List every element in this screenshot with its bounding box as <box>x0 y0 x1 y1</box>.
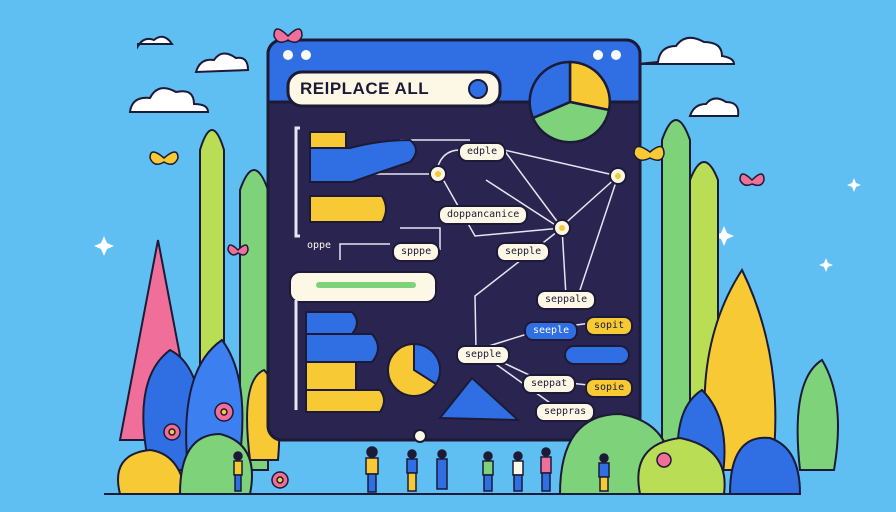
tree-right-green-tall <box>661 119 691 471</box>
search-button[interactable] <box>468 79 488 99</box>
tree-right-green <box>796 358 839 471</box>
node-label: oppe <box>307 240 332 251</box>
pie-chart-icon <box>528 60 612 144</box>
flower-icon <box>163 402 672 489</box>
node-label[interactable]: seppras <box>535 402 596 422</box>
node-label[interactable]: seppale <box>536 290 597 310</box>
search-bar[interactable] <box>286 70 502 108</box>
bar-panel-top <box>294 126 417 238</box>
cloud-icon <box>128 35 740 117</box>
node-label[interactable]: doppancanice <box>438 205 529 225</box>
flow-node[interactable] <box>413 165 627 443</box>
node-label[interactable]: sepple <box>496 242 551 262</box>
small-pie-icon <box>387 342 442 397</box>
bar-panel-bottom <box>289 271 437 413</box>
sparkle-icon <box>94 178 861 272</box>
butterfly-icon <box>149 28 765 256</box>
node-label[interactable]: sepple <box>456 345 511 365</box>
foreground-bushes <box>117 412 802 495</box>
triangle-icon <box>437 376 521 422</box>
search-input-text[interactable]: RElPLACE ALL <box>300 79 430 98</box>
pill-button[interactable] <box>564 345 630 365</box>
node-label[interactable]: edple <box>458 142 507 162</box>
node-label[interactable]: sopie <box>585 378 634 398</box>
window-controls[interactable] <box>283 50 621 60</box>
node-label[interactable]: sopit <box>585 316 634 336</box>
node-label[interactable]: seeple <box>524 321 579 341</box>
node-label[interactable]: spppe <box>392 242 441 262</box>
people-group <box>233 446 610 493</box>
node-label[interactable]: seppat <box>522 374 577 394</box>
